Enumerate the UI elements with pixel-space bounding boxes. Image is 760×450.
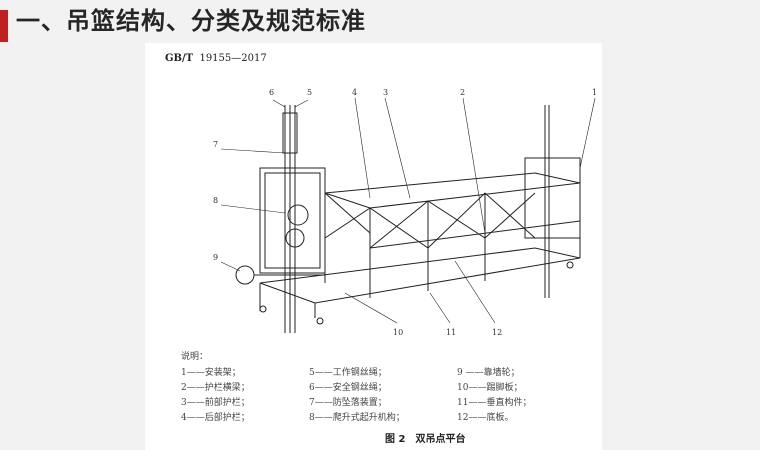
legend-item: 2——护栏横梁；	[181, 383, 250, 393]
slide-title: 一、吊篮结构、分类及规范标准	[16, 7, 366, 35]
legend-item: 7——防坠落装置；	[309, 398, 387, 408]
legend-item: 6——安全钢丝绳；	[309, 383, 387, 393]
gondola-platform-drawing: 6 5 4 3 2 1 7 8 9 10 11 12	[213, 88, 597, 337]
callout-12: 12	[492, 328, 502, 337]
legend-item: 12——底板。	[457, 413, 514, 423]
callout-1: 1	[592, 88, 597, 97]
title-accent-bar	[0, 10, 8, 42]
callout-7: 7	[213, 140, 218, 149]
legend-item: 8——爬升式起升机构；	[309, 413, 405, 423]
legend-title: 说明：	[181, 352, 209, 362]
callout-2: 2	[460, 88, 465, 97]
legend: 说明： 1——安装架； 2——护栏横梁； 3——前部护栏； 4——后部护栏； 5——工…	[181, 351, 601, 431]
legend-item: 1——安装架；	[181, 368, 241, 378]
figure-caption: 图 2 双吊点平台	[385, 434, 466, 445]
standard-document-page: GB/T 19155—2017 6 5 4 3 2 1 7 8 9 10 11 …	[145, 43, 602, 450]
callout-9: 9	[213, 253, 218, 262]
legend-item: 3——前部护栏；	[181, 398, 250, 408]
callout-5: 5	[307, 88, 312, 97]
callout-11: 11	[446, 328, 456, 337]
legend-item: 5——工作钢丝绳；	[309, 368, 387, 378]
standard-number: GB/T 19155—2017	[165, 53, 267, 65]
standard-code: 19155—2017	[199, 53, 267, 64]
legend-column-1: 1——安装架； 2——护栏横梁； 3——前部护栏； 4——后部护栏；	[181, 366, 250, 426]
left-mount-frame	[259, 167, 326, 274]
legend-item: 11——垂直构件；	[457, 398, 532, 408]
callout-8: 8	[213, 196, 218, 205]
legend-item: 10——踢脚板；	[457, 383, 523, 393]
legend-column-3: 9 ——靠墙轮； 10——踢脚板； 11——垂直构件； 12——底板。	[457, 366, 531, 426]
callout-6: 6	[269, 88, 274, 97]
callout-3: 3	[383, 88, 388, 97]
callout-4: 4	[352, 88, 357, 97]
callout-10: 10	[393, 328, 403, 337]
wall-wheel	[235, 265, 255, 285]
legend-item: 9 ——靠墙轮；	[457, 368, 520, 378]
standard-prefix: GB/T	[165, 53, 194, 64]
legend-column-2: 5——工作钢丝绳； 6——安全钢丝绳； 7——防坠落装置； 8——爬升式起升机构；	[309, 366, 405, 426]
legend-item: 4——后部护栏；	[181, 413, 250, 423]
